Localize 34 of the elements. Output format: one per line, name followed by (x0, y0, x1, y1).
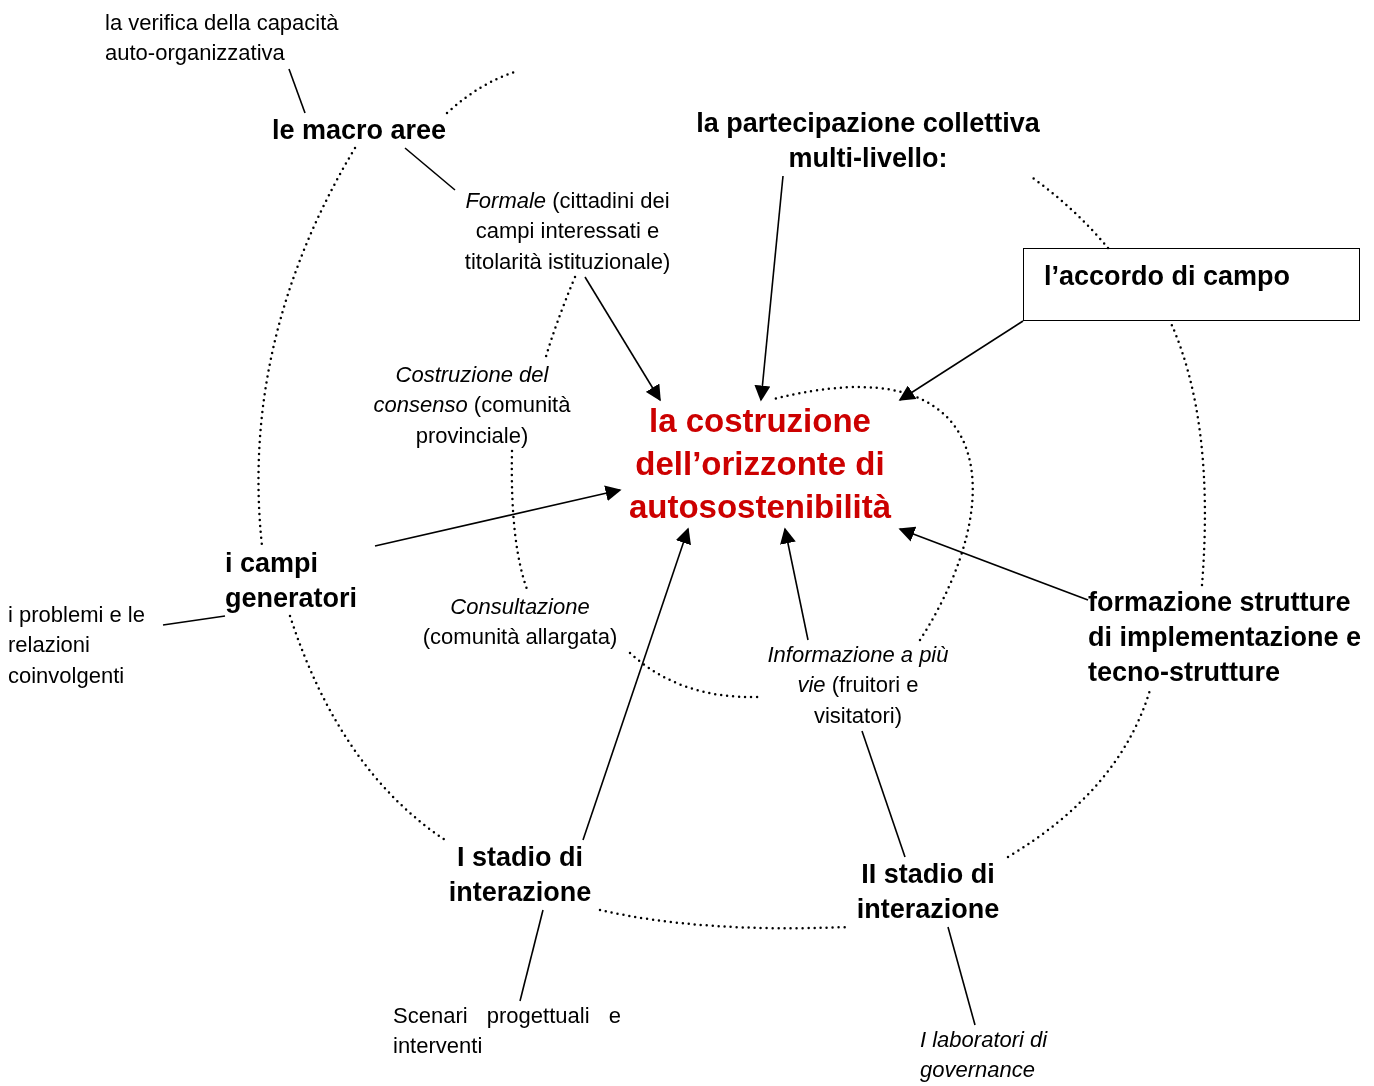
arrow (780, 527, 809, 641)
note-text: I laboratori di governance (920, 1025, 1070, 1086)
arrow (898, 526, 1089, 601)
node-label: le macro aree (272, 113, 452, 149)
dotted-arc (257, 146, 357, 548)
node-label: Costruzione del consenso (comunità provinciale) (362, 360, 582, 452)
note-text: Scenari progettuali e interventi (393, 1001, 621, 1062)
leader-line (861, 730, 906, 858)
dotted-arc (1006, 688, 1152, 859)
stage-label: II stadio di interazione (848, 857, 1008, 928)
node-label: i campi generatori (225, 546, 375, 617)
arrow (754, 175, 784, 402)
node-label: Informazione a più vie (fruitori e visitatori) (758, 640, 958, 732)
leader-line (947, 926, 976, 1026)
leader-line (404, 147, 456, 191)
node-label: la partecipazione collettiva multi-livello: (688, 106, 1048, 177)
arrow (374, 485, 622, 547)
node-label: Formale (cittadini dei campi interessati e titolarità istituzionale) (455, 186, 680, 278)
dotted-arc (288, 614, 447, 842)
dotted-arc (445, 70, 517, 115)
note-text: i problemi e le relazioni coinvolgenti (8, 600, 163, 692)
arrow (582, 527, 691, 841)
dotted-arc (628, 651, 760, 699)
arrow (898, 320, 1024, 401)
note-text: la verifica della capacità auto-organizzativa (105, 8, 365, 69)
stage-label: I stadio di interazione (440, 840, 600, 911)
arrow (584, 276, 661, 402)
node-label: Consultazione (comunità allargata) (410, 592, 630, 653)
center-title: la costruzione dell’orizzonte di autosostenibilità (620, 400, 900, 529)
node-label: formazione strutture di implementazione e tecno-strutture (1088, 585, 1373, 691)
leader-line (519, 909, 544, 1002)
leader-line (162, 615, 226, 626)
leader-line (288, 68, 306, 114)
label-box: l’accordo di campo (1023, 248, 1360, 321)
